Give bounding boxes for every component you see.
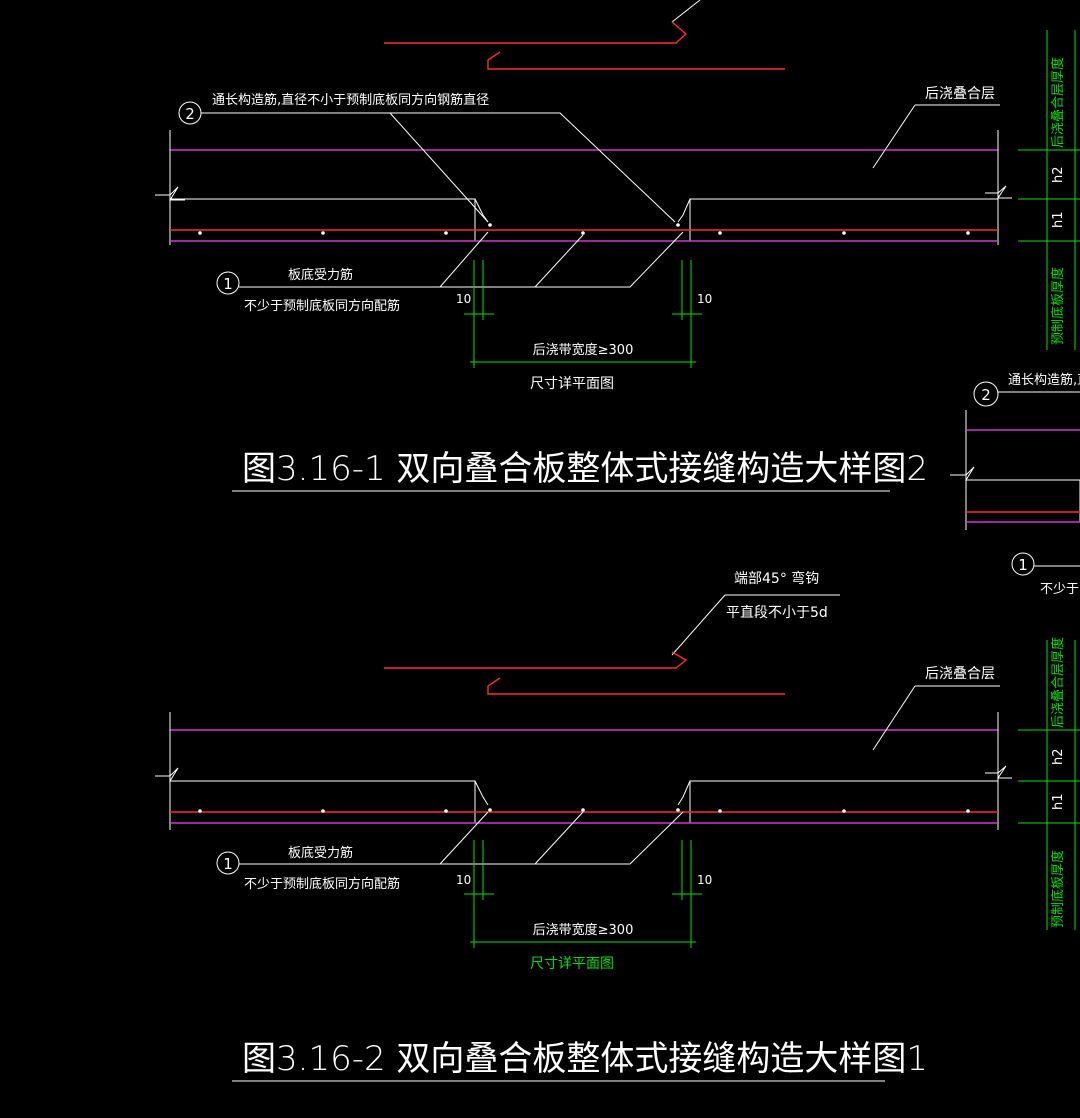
partial-bottom-bar-note: 不少于 (1040, 582, 1079, 597)
partial-callout-2-number: 2 (981, 386, 991, 404)
side-h2-label: h2 (1051, 748, 1066, 765)
callout-2-leader (201, 112, 676, 223)
callout-1-circle (216, 851, 240, 875)
callout-1-leader-b (439, 811, 489, 865)
callout-1-leader-c (534, 811, 584, 865)
bottom-bar-label: 板底受力筋 (288, 845, 353, 861)
detail-2: 2 通长构造筋,直径不小于预制底板同方向钢筋直径 后浇叠合层 1 板底受力筋 不… (155, 30, 1080, 492)
side-dimensions (1018, 640, 1080, 930)
callout-1-number: 1 (223, 855, 233, 873)
precast-slab-right (689, 780, 999, 824)
callout-1-leader-b (439, 231, 489, 288)
joint-bar-left (474, 780, 489, 806)
detail-1: 端部45° 弯钩 平直段不小于5d 后浇叠合层 1 板底受力筋 不少于预制底板同… (155, 570, 1080, 1082)
bottom-bar-label: 板底受力筋 (288, 267, 353, 283)
precast-slab-left (169, 780, 476, 824)
rebar-dots (198, 808, 970, 813)
side-h1-label: h1 (1051, 793, 1066, 810)
side-bottom-label: 预制底板厚度 (1050, 267, 1066, 345)
hook-note-leader (671, 594, 726, 656)
break-mark-left (155, 186, 185, 201)
callout-1-leader (239, 231, 684, 288)
bottom-bar-note: 不少于预制底板同方向配筋 (244, 876, 400, 892)
hook-note-1: 端部45° 弯钩 (734, 570, 819, 587)
topping-leader (872, 104, 916, 169)
break-mark-right (985, 185, 1012, 199)
side-h1-label: h1 (1051, 211, 1066, 228)
hook-note-2: 平直段不小于5d (726, 604, 828, 621)
dim-left: 10 (456, 292, 471, 306)
side-top-label: 后浇叠合层厚度 (1050, 637, 1066, 728)
joint-bar-right (677, 198, 691, 223)
dim-left: 10 (456, 873, 471, 887)
rebar-dots (198, 223, 970, 235)
size-note: 尺寸详平面图 (530, 376, 614, 392)
callout-2-text: 通长构造筋,直径不小于预制底板同方向钢筋直径 (212, 92, 489, 108)
callout-1-number: 1 (223, 275, 233, 293)
partial-callout-2-circle (973, 381, 999, 407)
callout-1-leader-c (534, 234, 584, 288)
side-top-label: 后浇叠合层厚度 (1050, 57, 1066, 148)
callout-1-circle (216, 271, 240, 295)
dim-right: 10 (697, 292, 712, 306)
partial-callout-2-text: 通长构造筋,直 (1008, 372, 1080, 388)
partial-detail: 2 通长构造筋,直 1 不少于 (950, 372, 1080, 597)
top-hook-bar-a (384, 651, 688, 669)
side-h2-label: h2 (1051, 166, 1066, 183)
partial-callout-1-circle (1011, 552, 1035, 576)
band-width-label: 后浇带宽度≥300 (533, 922, 634, 938)
callout-2-leader-b (389, 112, 489, 223)
side-bottom-label: 预制底板厚度 (1050, 850, 1066, 928)
callout-2-number: 2 (185, 105, 195, 123)
top-hook-sketch (384, 0, 785, 70)
dimension-set (464, 260, 702, 368)
callout-1-leader (239, 811, 684, 865)
joint-bar-left (474, 198, 489, 223)
joint-bar-right (677, 780, 691, 806)
band-width-label: 后浇带宽度≥300 (533, 342, 634, 358)
side-dimensions (1018, 30, 1080, 350)
dim-right: 10 (697, 873, 712, 887)
detail-2-title: 图3.16-1 双向叠合板整体式接缝构造大样图2 (242, 449, 928, 489)
size-note: 尺寸详平面图 (530, 956, 614, 972)
topping-layer-label: 后浇叠合层 (925, 666, 995, 682)
bottom-bar-note: 不少于预制底板同方向配筋 (244, 298, 400, 314)
detail-1-title: 图3.16-2 双向叠合板整体式接缝构造大样图1 (242, 1039, 928, 1079)
topping-layer-label: 后浇叠合层 (925, 86, 995, 102)
break-mark-right (985, 765, 1012, 779)
dimension-set (464, 840, 702, 948)
topping-leader (872, 685, 916, 751)
top-hook-bar-b (487, 677, 785, 695)
partial-callout-1-number: 1 (1018, 556, 1028, 574)
